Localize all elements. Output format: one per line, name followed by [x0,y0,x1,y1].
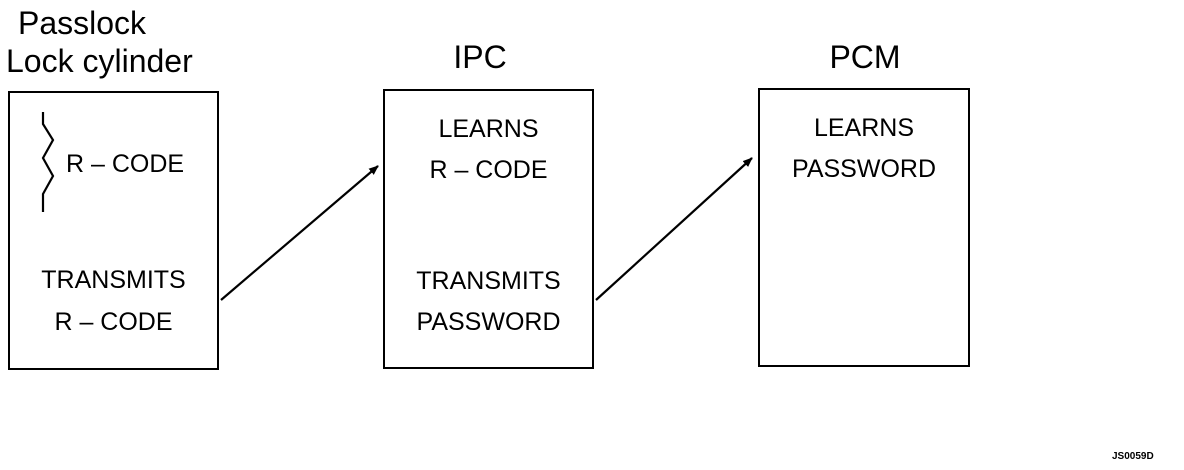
cylinder-transmits-line1: TRANSMITS [41,266,186,294]
ipc-learns-line2: R – CODE [429,156,548,184]
ipc-heading: IPC [453,39,507,75]
pcm-learns-line1: LEARNS [813,114,915,142]
figure-code: JS0059D [1112,451,1154,462]
cylinder-transmits-line2: R – CODE [54,308,173,336]
pcm-box [758,88,970,367]
ipc-transmits-line2: PASSWORD [416,308,561,336]
pcm-heading: PCM [829,39,901,75]
arrow-ipc-to-pcm [595,157,753,301]
cylinder-heading-line1: Passlock [18,5,147,41]
lock-cylinder-box [8,91,219,370]
pcm-learns-line2: PASSWORD [792,155,936,183]
ipc-learns-line1: LEARNS [438,115,539,143]
ipc-box [383,89,594,369]
cylinder-heading-line2: Lock cylinder [6,43,193,79]
arrow-cylinder-to-ipc [220,165,379,301]
key-blade-icon [41,112,55,212]
cylinder-rcode-label: R – CODE [66,150,185,178]
ipc-transmits-line1: TRANSMITS [416,267,561,295]
